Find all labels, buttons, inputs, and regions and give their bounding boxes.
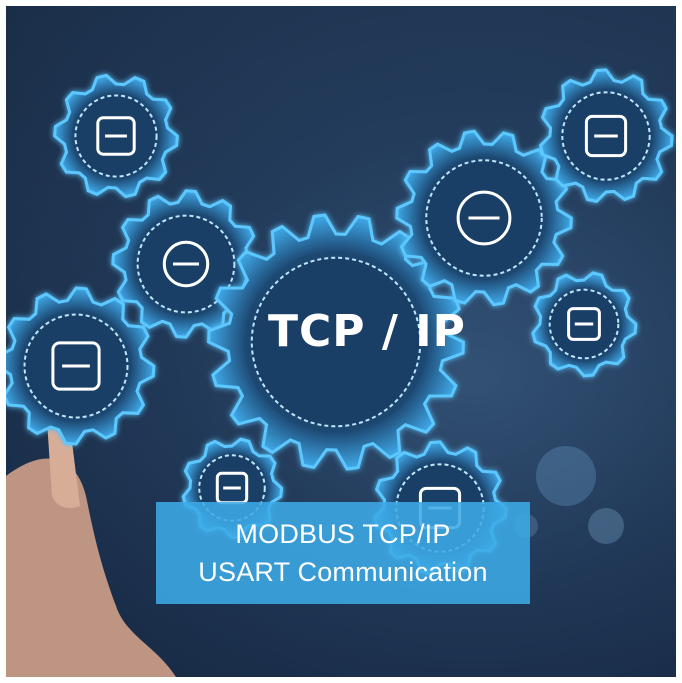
gear-7 — [538, 68, 674, 204]
settings-gears-icon — [162, 240, 210, 288]
globe-icon — [456, 190, 512, 246]
server-rack-icon — [96, 116, 136, 156]
hero-image: TCP / IP MODBUS TCP/IP USART Communicati… — [6, 6, 676, 677]
network-gears-illustration — [6, 6, 676, 677]
gear-8 — [531, 271, 638, 378]
server-stack-icon — [584, 114, 628, 158]
gear-3 — [6, 286, 156, 446]
mouse-icon — [567, 307, 601, 341]
tcp-ip-label: TCP / IP — [268, 306, 466, 357]
caption-title: MODBUS TCP/IP — [235, 519, 451, 549]
caption-subtitle: USART Communication — [198, 557, 488, 587]
gear-5 — [207, 213, 465, 471]
arrows-exchange-icon — [51, 341, 101, 391]
gear-1 — [53, 73, 179, 199]
gear-6 — [395, 129, 573, 307]
caption-banner: MODBUS TCP/IP USART Communication — [156, 502, 530, 604]
